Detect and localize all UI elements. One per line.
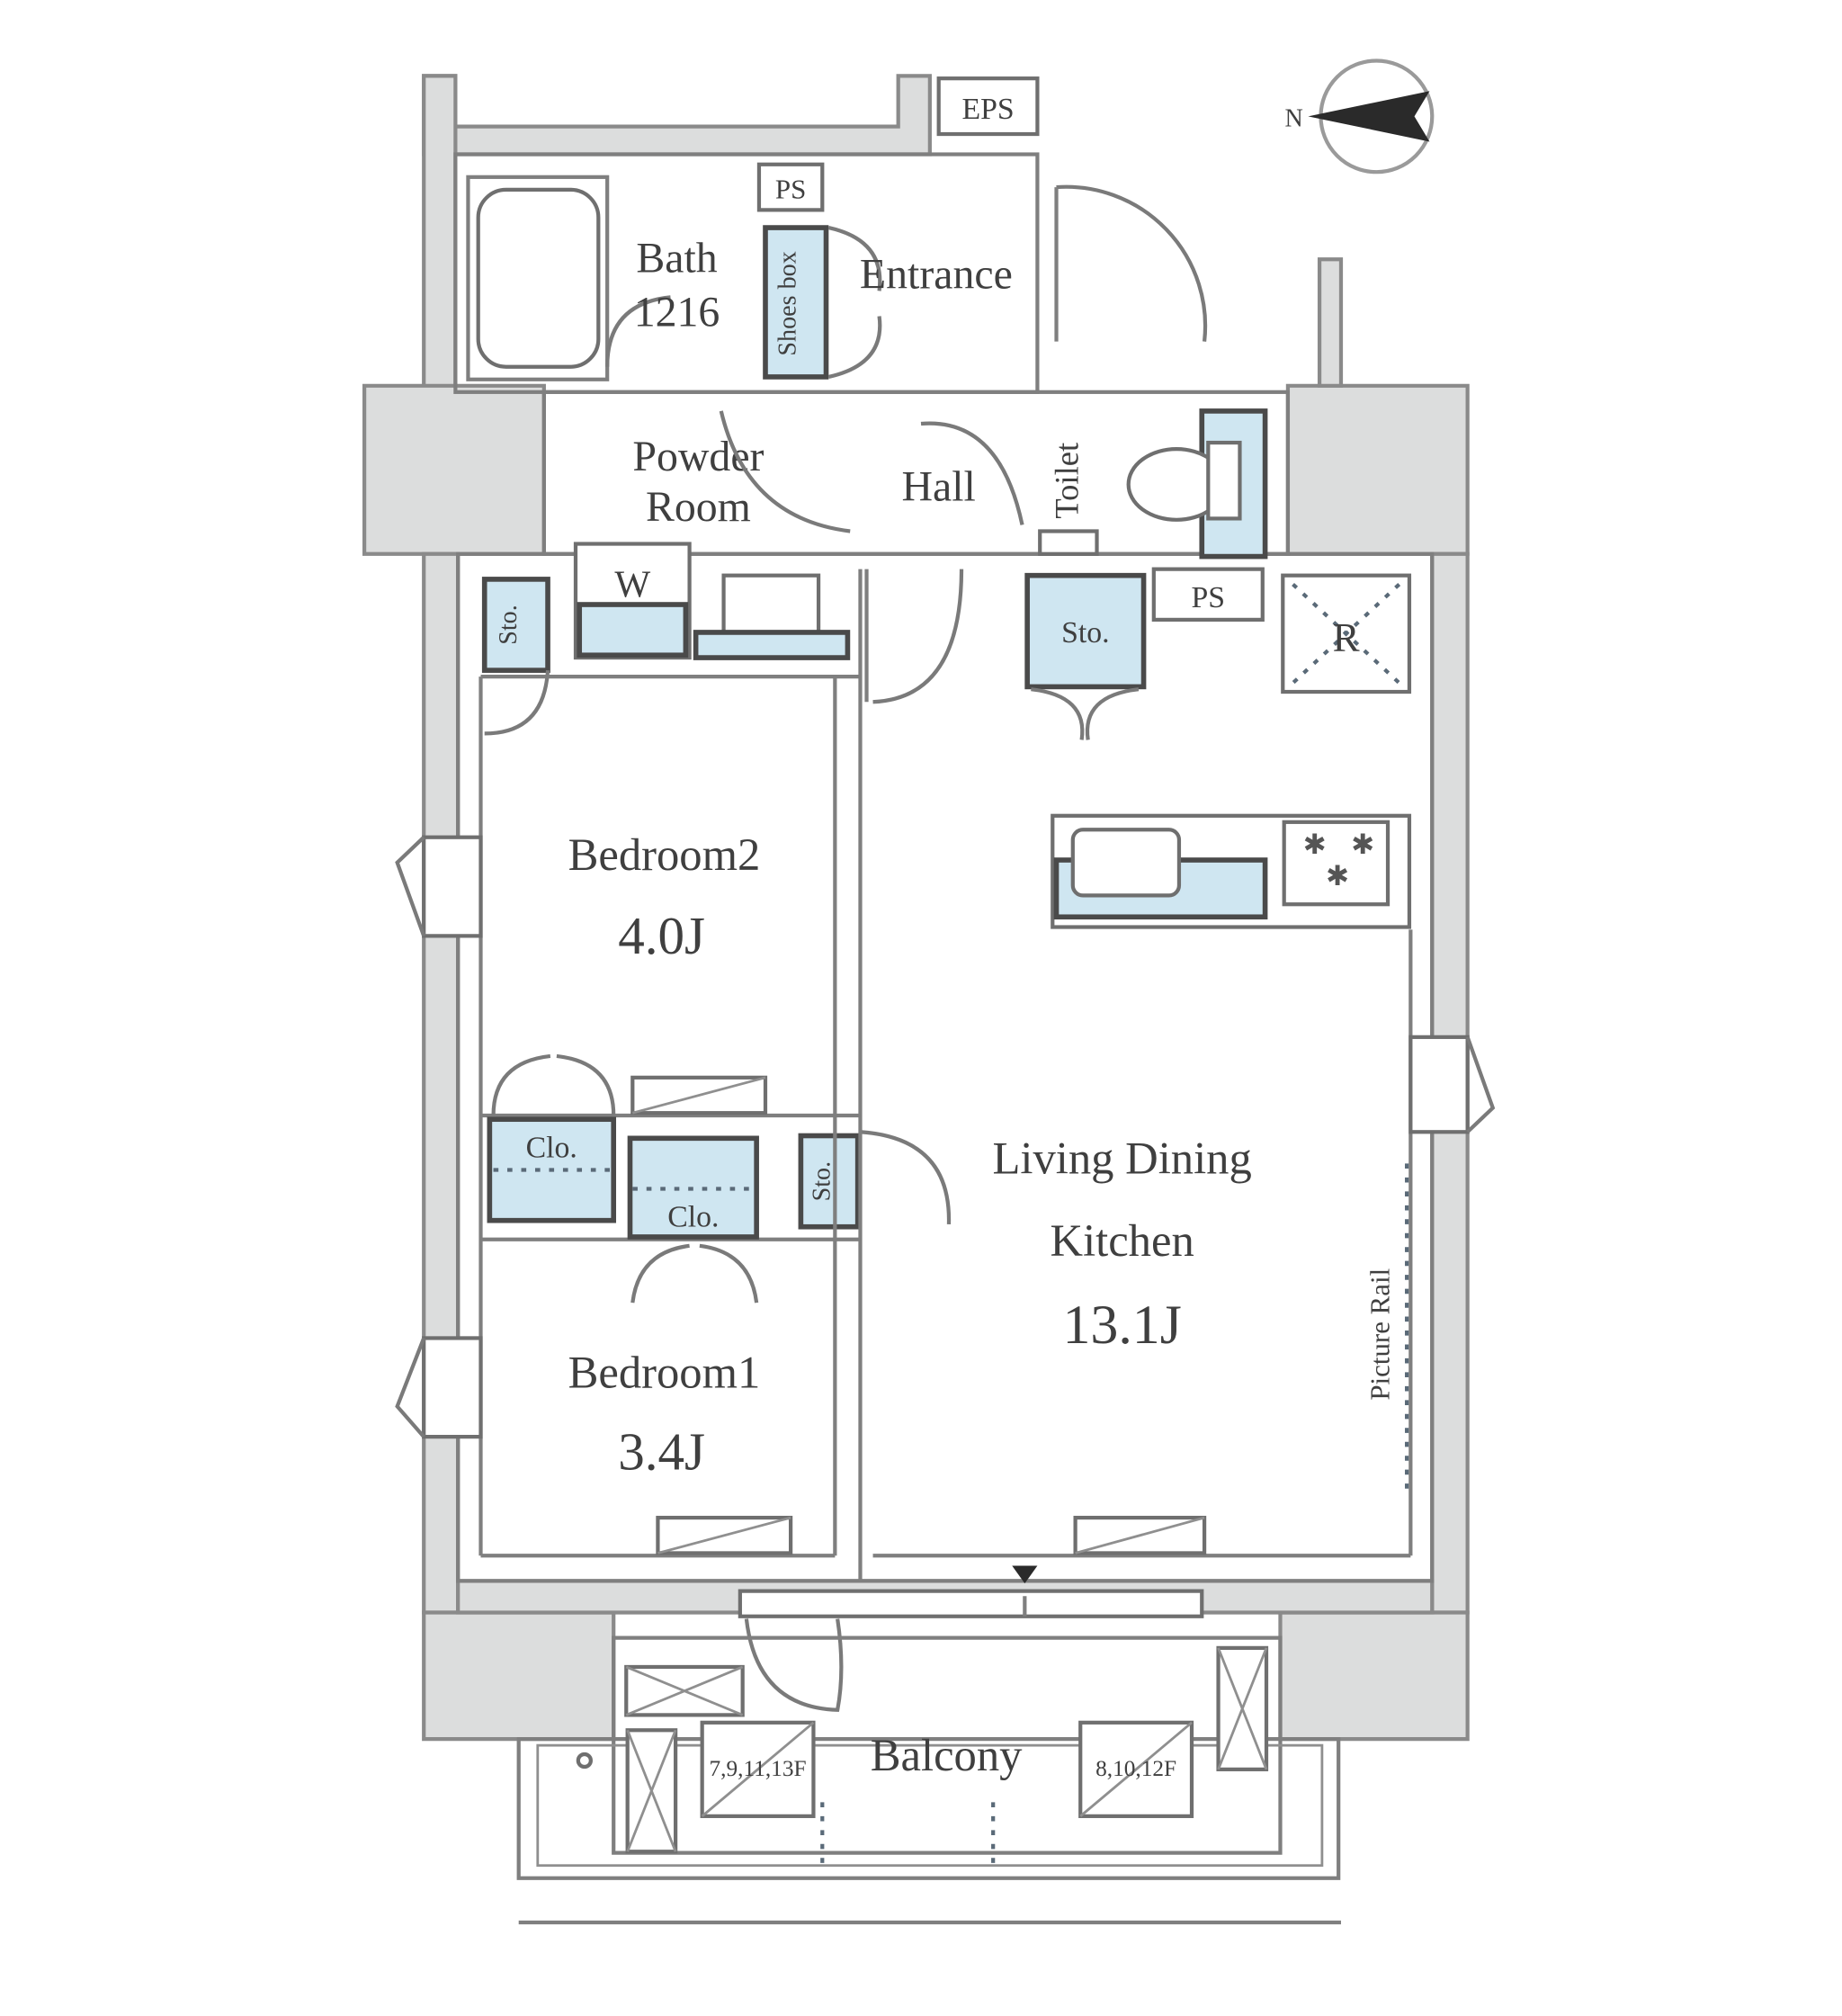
side-windows [395,835,1496,1439]
living-dining-kitchen: Living Dining Kitchen 13.1J Picture Rail [993,1133,1409,1584]
entry-marker-icon [1012,1565,1038,1584]
closet-2-label: Clo. [667,1201,719,1234]
north-arrow-icon [1308,91,1430,142]
bedroom2-size: 4.0J [618,906,705,965]
bath-size-label: 1216 [634,289,720,336]
shoes-box-label: Shoes box [774,251,802,355]
storage-1-label: Sto. [495,605,523,645]
balcony-label: Balcony [871,1730,1023,1780]
column-right-bottom [1278,1610,1470,1742]
powder-room: Powder Room W [573,410,851,660]
column-left-top [362,383,546,556]
bathtub-icon [476,187,601,369]
stove-icon [1282,820,1390,907]
ldk-label-1: Living Dining [993,1133,1252,1184]
bath-room: Bath 1216 [466,175,720,381]
storage-2-label: Sto. [1061,616,1109,650]
bedroom1-label: Bedroom1 [568,1347,761,1397]
hall: Hall [864,421,1024,704]
kitchen-sink-icon [1070,828,1182,898]
column-left-bottom [422,1610,616,1742]
entrance-door-swing [1056,184,1208,342]
bath-label: Bath [636,234,717,282]
entrance-area: Shoes box Entrance [763,184,1208,380]
balcony: Balcony 7,9,11,13F 8,10,12F [516,1635,1341,1925]
bedroom-2: Bedroom2 4.0J [491,829,768,1116]
ldk-label-2: Kitchen [1051,1215,1194,1266]
powder-room-label-1: Powder [632,433,764,480]
washer-label: W [614,564,650,606]
ldk-size: 13.1J [1062,1295,1181,1356]
ps-label-kitchen: PS [1192,581,1226,614]
kitchen-counter: ✱ ✱ ✱ [1051,813,1412,929]
bedroom-1: Bedroom1 3.4J [568,1347,793,1555]
toilet-room: Toilet [1038,408,1268,560]
eps-label: EPS [961,93,1014,126]
powder-room-label-2: Room [646,483,751,531]
north-label: N [1284,105,1302,133]
storage-3 [798,1133,861,1230]
shoes-box [763,225,829,380]
north-compass: N [1284,58,1435,175]
service-shafts: EPS PS PS [756,76,1265,622]
ac-unit-left-label: 7,9,11,13F [710,1756,807,1781]
ac-unit-right-label: 8,10,12F [1095,1756,1176,1781]
sink-icon [721,573,821,641]
partitions [478,569,1413,1581]
refrigerator-label: R [1333,615,1360,660]
storage-2 [1024,572,1147,690]
column-right-top [1285,383,1470,556]
bedroom1-size: 3.4J [618,1422,705,1482]
svg-text:✱: ✱ [1351,829,1374,861]
hall-label: Hall [902,463,976,511]
closet-door-swing [491,1053,616,1116]
ps-label-top: PS [775,174,806,205]
picture-rail-label: Picture Rail [1364,1268,1395,1401]
entrance-label: Entrance [860,251,1013,299]
balcony-sliding-door [738,1589,1204,1712]
closet-1-label: Clo. [526,1131,577,1164]
bedroom2-label: Bedroom2 [568,829,761,880]
storage-3-label: Sto. [809,1161,836,1202]
toilet-label: Toilet [1048,443,1085,519]
closets: Clo. Clo. [487,1116,759,1304]
storage-units: Sto. Sto. Sto. [481,572,1147,1230]
svg-text:✱: ✱ [1326,860,1349,892]
refrigerator: R [1281,573,1412,694]
svg-text:✱: ✱ [1303,829,1327,861]
storage-1 [481,577,550,673]
